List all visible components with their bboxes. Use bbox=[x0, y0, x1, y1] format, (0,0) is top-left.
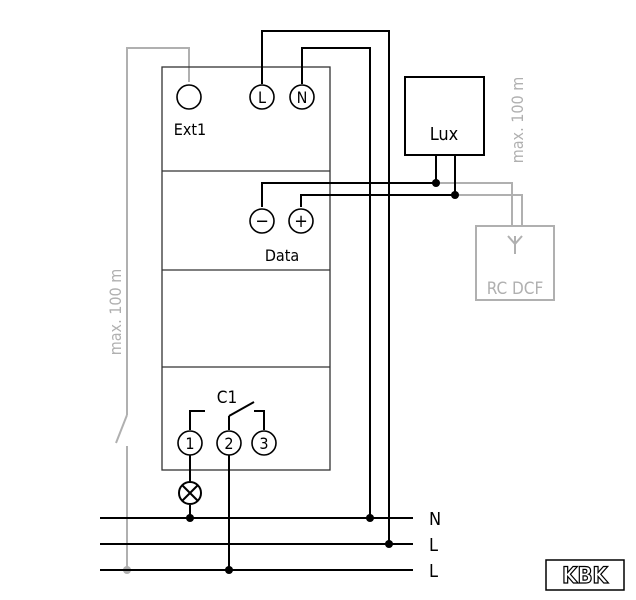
lamp-cross-b bbox=[181, 484, 199, 502]
terminal-ext1 bbox=[176, 84, 202, 110]
switch-blade bbox=[228, 401, 255, 417]
lux-label: Lux bbox=[430, 124, 459, 145]
junction-dot-lamp bbox=[186, 514, 194, 522]
terminal-2 bbox=[216, 430, 242, 456]
junction-dot-data-plus bbox=[451, 191, 459, 199]
terminal-L bbox=[249, 84, 275, 110]
terminal-data-minus bbox=[249, 208, 275, 234]
mains-label-L1: L bbox=[429, 535, 438, 556]
lux-antenna-wire-a bbox=[436, 182, 513, 227]
terminal-1 bbox=[177, 430, 203, 456]
terminal-N bbox=[289, 84, 315, 110]
data-minus-wire bbox=[261, 155, 437, 207]
terminal-data-plus bbox=[288, 208, 314, 234]
ext1-switch-contact bbox=[115, 414, 128, 444]
supply-L-wire bbox=[261, 30, 390, 544]
terminal-N-label: N bbox=[297, 88, 308, 107]
contact-3-lead bbox=[254, 410, 265, 430]
terminals bbox=[176, 84, 315, 456]
mains-label-L2: L bbox=[429, 561, 438, 582]
terminal-L-label: L bbox=[258, 88, 266, 107]
ext1-wire bbox=[126, 47, 190, 415]
terminal-data-minus-label: − bbox=[255, 211, 269, 232]
cable-limit-left: max. 100 m bbox=[106, 269, 125, 356]
junction-dots bbox=[186, 179, 459, 574]
terminal-3 bbox=[251, 430, 277, 456]
junction-dot-contact-2 bbox=[225, 566, 233, 574]
terminal-data-plus-label: + bbox=[294, 211, 308, 232]
supply-N-wire bbox=[301, 47, 371, 518]
junction-dot-neutral bbox=[366, 514, 374, 522]
antenna-icon-left bbox=[507, 235, 516, 245]
lux-antenna-wire-b bbox=[455, 194, 523, 227]
device-housing bbox=[161, 66, 331, 471]
channel-label: C1 bbox=[217, 388, 237, 408]
data-label: Data bbox=[265, 246, 299, 265]
kbk-logo-frame bbox=[545, 559, 625, 591]
mains-label-N: N bbox=[429, 509, 441, 530]
junction-dot-line bbox=[385, 540, 393, 548]
lux-sensor-box bbox=[404, 76, 485, 156]
antenna-icon-right bbox=[514, 235, 523, 245]
data-plus-wire bbox=[300, 155, 456, 207]
antenna-box bbox=[475, 225, 555, 301]
kbk-logo: KBK bbox=[545, 559, 625, 591]
contact-1-lead bbox=[189, 410, 205, 430]
timer-device bbox=[161, 66, 331, 471]
optional-wiring bbox=[115, 47, 555, 570]
terminal-1-label: 1 bbox=[185, 434, 194, 453]
terminal-2-label: 2 bbox=[224, 434, 233, 453]
terminal-3-label: 3 bbox=[259, 434, 268, 453]
junction-dot-data-minus bbox=[432, 179, 440, 187]
mains-wiring bbox=[100, 30, 485, 571]
ext1-label: Ext1 bbox=[174, 120, 206, 139]
antenna-label: RC DCF bbox=[487, 279, 544, 299]
kbk-logo-text: KBK bbox=[562, 564, 608, 589]
cable-limit-right: max. 100 m bbox=[508, 77, 527, 164]
